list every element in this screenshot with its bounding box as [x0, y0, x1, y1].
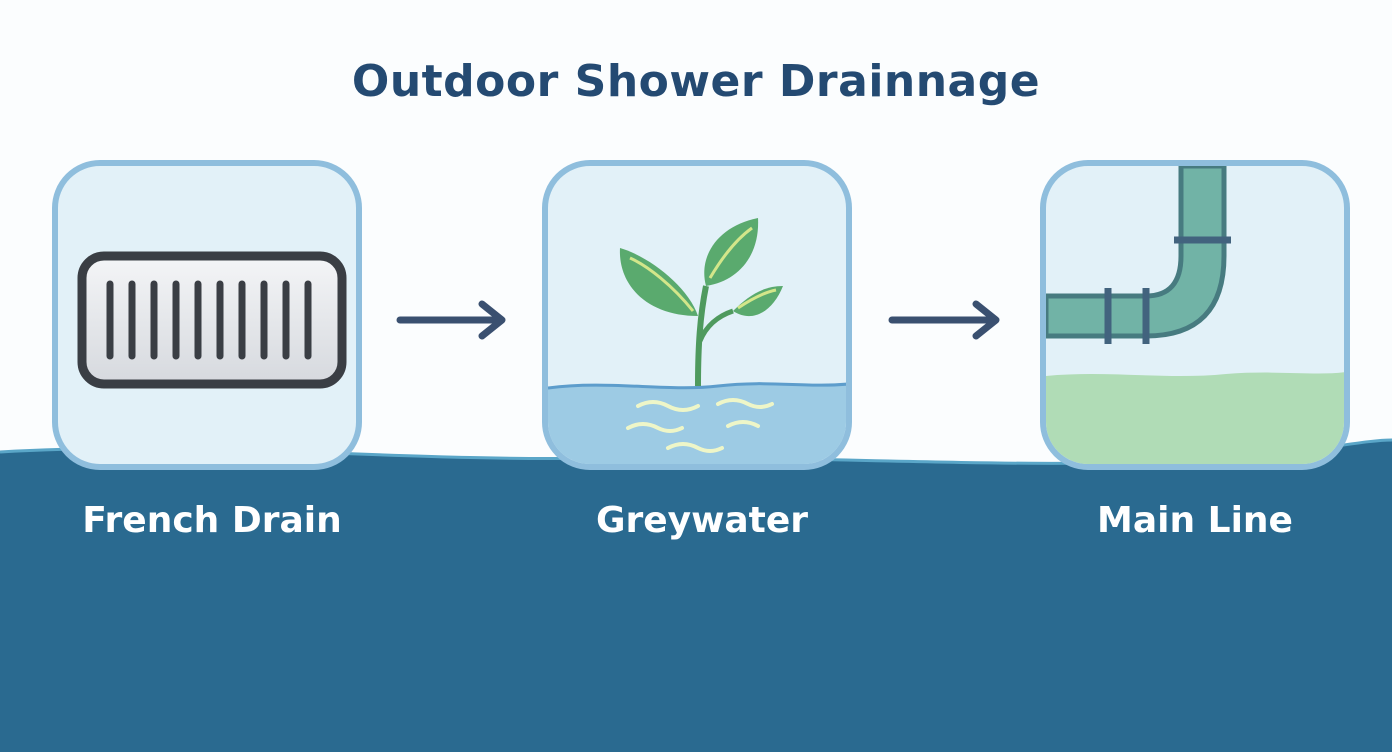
arrow-right-icon [396, 300, 506, 340]
step-label-main-line: Main Line [1097, 500, 1293, 541]
step-label-french-drain: French Drain [82, 500, 342, 541]
step-label-greywater: Greywater [595, 500, 809, 541]
pipe-icon [1046, 166, 1344, 464]
greywater-card [542, 160, 852, 470]
arrow-right-icon [888, 300, 1000, 340]
french-drain-card [52, 160, 362, 470]
plant-icon [548, 218, 846, 464]
drain-grate-icon [77, 251, 347, 389]
page-title: Outdoor Shower Drainnage [351, 56, 1041, 107]
main-line-card [1040, 160, 1350, 470]
